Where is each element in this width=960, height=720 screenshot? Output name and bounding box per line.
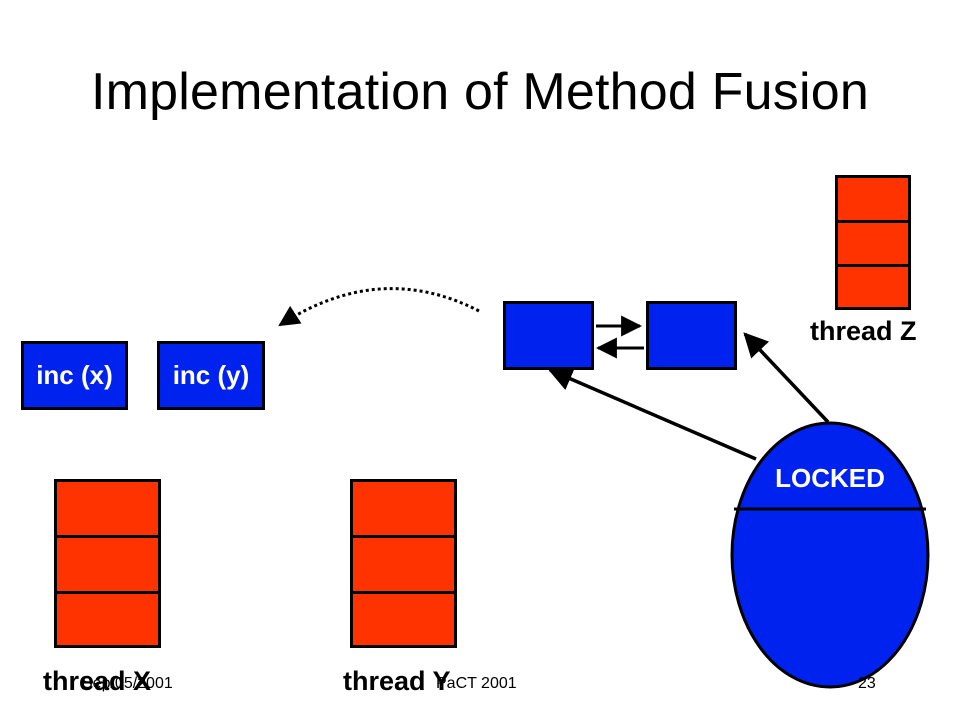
stack-frame [838, 267, 908, 307]
thread-x-stack [54, 479, 161, 648]
thread-z-label: thread Z [810, 316, 917, 346]
lock-arrow-to-right-box [743, 332, 830, 424]
stack-frame [57, 538, 158, 591]
stack-frame [838, 178, 908, 220]
stack-frame [57, 594, 158, 645]
fused-method-box-right [646, 301, 737, 370]
method-box-label: inc (y) [172, 360, 250, 390]
lock-oval [730, 421, 930, 689]
footer-page-number: 23 [858, 675, 876, 692]
method-box-inc-x: inc (x) [21, 341, 128, 410]
stack-frame [57, 482, 158, 535]
thread-y-label: thread Y [343, 666, 451, 696]
lock-arrow-to-left-box [547, 367, 757, 461]
dotted-arrow [278, 287, 480, 327]
thread-z-stack [835, 175, 911, 310]
stack-frame [353, 482, 454, 535]
stack-frame [353, 594, 454, 645]
slide-title: Implementation of Method Fusion [91, 63, 869, 121]
footer-date: Sep/05/2001 [82, 675, 173, 692]
thread-x-label: thread X [43, 666, 152, 696]
method-box-label: inc (x) [36, 360, 113, 390]
thread-y-stack [350, 479, 457, 648]
stack-frame [353, 538, 454, 591]
stack-frame [838, 223, 908, 264]
lock-label: LOCKED [775, 463, 885, 493]
method-box-inc-y: inc (y) [157, 341, 265, 410]
footer-conference: PaCT 2001 [436, 675, 517, 692]
